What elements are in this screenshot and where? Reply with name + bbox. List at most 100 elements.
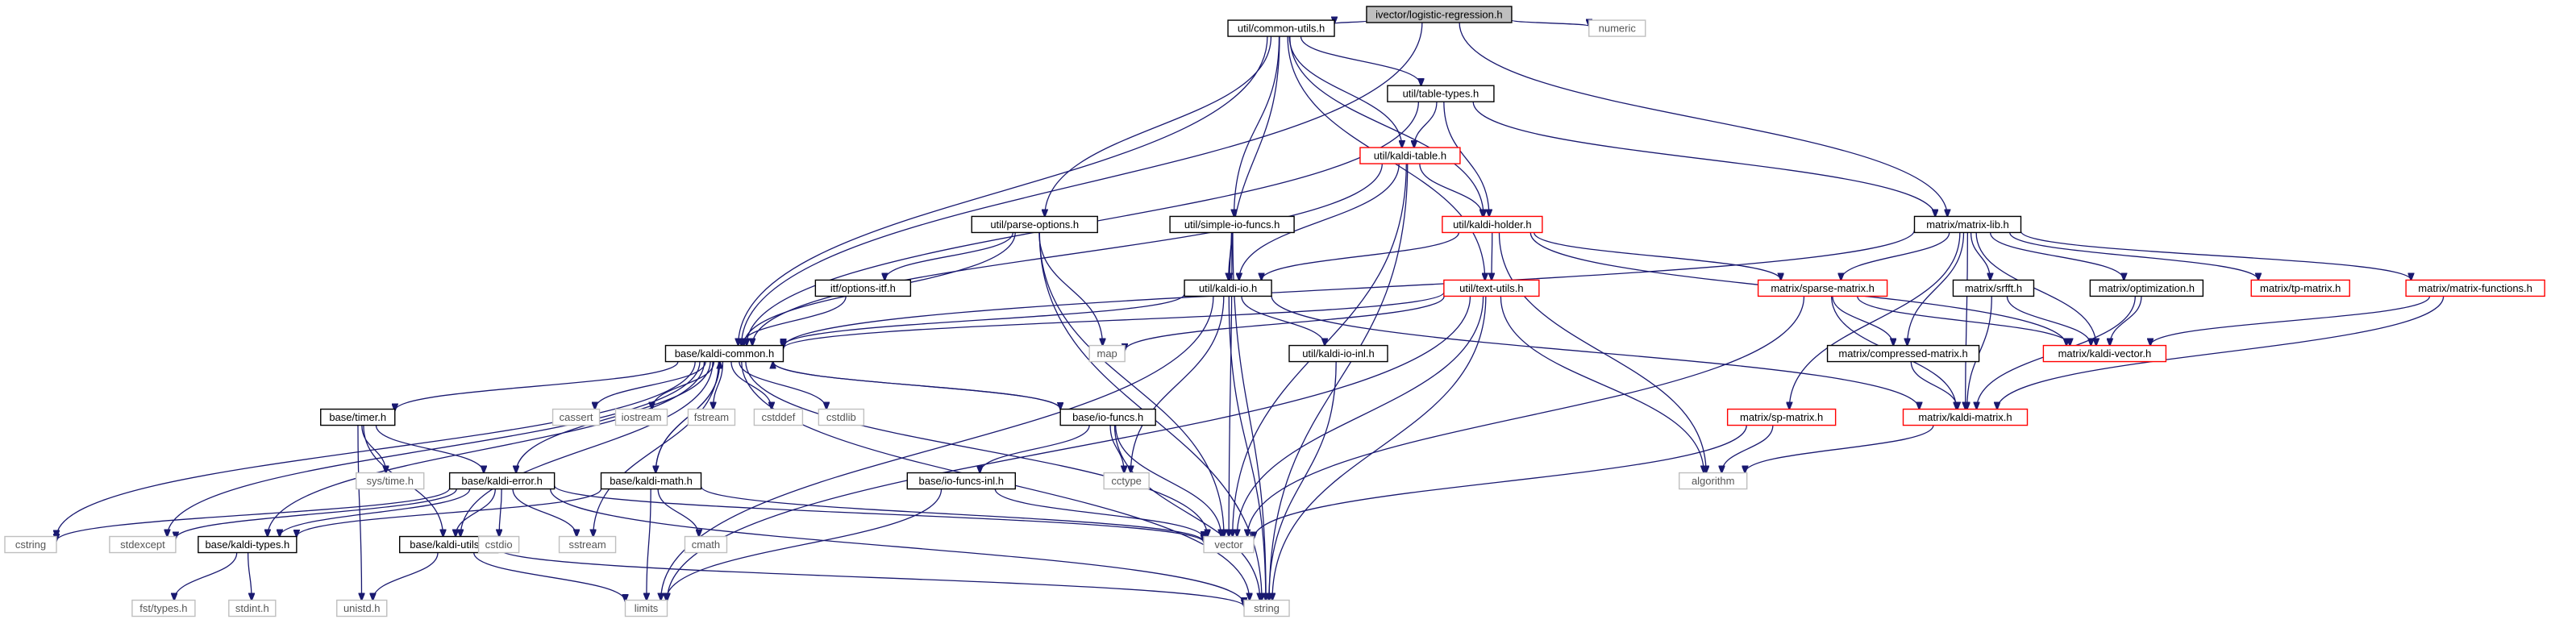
node-io-funcs-inl[interactable]: base/io-funcs-inl.h bbox=[906, 472, 1016, 490]
node-kaldi-io-inl[interactable]: util/kaldi-io-inl.h bbox=[1288, 344, 1388, 363]
edge-common_utils-to-simple_io bbox=[1234, 36, 1280, 216]
node-box bbox=[1288, 344, 1388, 363]
edge-kaldi_common-to-stdexcept bbox=[167, 361, 701, 537]
edge-kaldi_utils-to-limits bbox=[473, 552, 626, 602]
edge-io_funcs_inl-to-limits bbox=[666, 489, 943, 601]
node-label: util/common-utils.h bbox=[1238, 23, 1325, 35]
edge-kaldi_utils-to-unistd bbox=[372, 552, 439, 601]
node-box bbox=[1588, 19, 1646, 37]
edge-root-to-kaldi_common bbox=[742, 22, 1423, 346]
node-kaldi-table[interactable]: util/kaldi-table.h bbox=[1359, 147, 1461, 164]
node-optimization[interactable]: matrix/optimization.h bbox=[2089, 279, 2204, 297]
node-kaldi-error[interactable]: base/kaldi-error.h bbox=[448, 472, 556, 490]
node-box bbox=[664, 344, 784, 363]
node-root[interactable]: ivector/logistic-regression.h bbox=[1366, 6, 1513, 23]
node-cstddef: cstddef bbox=[753, 408, 804, 426]
edge-simple_io-to-string bbox=[1232, 232, 1266, 600]
edge-root-to-matrix_lib bbox=[1459, 22, 1947, 216]
edge-io_funcs-to-vector bbox=[1115, 425, 1221, 537]
node-srfft[interactable]: matrix/srfft.h bbox=[1952, 279, 2035, 297]
node-fstream: fstream bbox=[687, 408, 736, 426]
node-kaldi-common[interactable]: base/kaldi-common.h bbox=[664, 344, 784, 363]
node-box bbox=[336, 599, 388, 617]
edge-kaldi_math-to-vector bbox=[700, 486, 1205, 542]
node-sparse-matrix[interactable]: matrix/sparse-matrix.h bbox=[1757, 279, 1888, 297]
edge-kaldi_matrix-to-algorithm bbox=[1745, 425, 1934, 473]
node-layer: ivector/logistic-regression.h util/common… bbox=[4, 6, 2545, 617]
node-kaldi-utils[interactable]: base/kaldi-utils.h bbox=[398, 535, 499, 554]
node-label: matrix/optimization.h bbox=[2099, 282, 2195, 294]
node-sstream: sstream bbox=[558, 535, 617, 554]
node-kaldi-vector[interactable]: matrix/kaldi-vector.h bbox=[2042, 344, 2167, 363]
node-sp-matrix[interactable]: matrix/sp-matrix.h bbox=[1726, 408, 1837, 426]
node-compressed-matrix[interactable]: matrix/compressed-matrix.h bbox=[1826, 344, 1980, 363]
edge-kaldi_io-to-kaldi_common bbox=[783, 293, 1185, 346]
node-box bbox=[320, 408, 396, 426]
node-label: fst/types.h bbox=[139, 602, 187, 614]
node-label: matrix/srfft.h bbox=[1965, 282, 2022, 294]
edge-kaldi_common-to-vector bbox=[745, 361, 1208, 537]
node-label: fstream bbox=[694, 411, 729, 423]
node-timer[interactable]: base/timer.h bbox=[320, 408, 396, 426]
node-cctype: cctype bbox=[1103, 472, 1150, 490]
node-matrix-lib[interactable]: matrix/matrix-lib.h bbox=[1913, 215, 2022, 234]
node-label: limits bbox=[635, 602, 659, 614]
node-label: stdexcept bbox=[120, 538, 165, 551]
node-tp-matrix[interactable]: matrix/tp-matrix.h bbox=[2250, 279, 2350, 297]
node-box bbox=[2405, 279, 2545, 297]
node-cstdlib: cstdlib bbox=[818, 408, 865, 426]
edge-compressed_matrix-to-kaldi_matrix bbox=[1910, 361, 1957, 410]
node-cmath: cmath bbox=[684, 535, 728, 554]
edge-matrix_functions-to-kaldi_matrix bbox=[1997, 296, 2445, 409]
node-box bbox=[1227, 19, 1335, 37]
node-box bbox=[1678, 472, 1748, 490]
node-map: map bbox=[1088, 344, 1126, 363]
node-label: matrix/sp-matrix.h bbox=[1740, 411, 1823, 423]
node-kaldi-matrix[interactable]: matrix/kaldi-matrix.h bbox=[1902, 408, 2029, 426]
edge-kaldi_common-to-kaldi_types bbox=[268, 361, 705, 537]
node-io-funcs[interactable]: base/io-funcs.h bbox=[1059, 408, 1156, 426]
node-box bbox=[356, 472, 425, 490]
node-label: util/kaldi-io.h bbox=[1199, 282, 1257, 294]
edge-kaldi_types-to-fst_types bbox=[174, 552, 238, 601]
node-text-utils[interactable]: util/text-utils.h bbox=[1443, 279, 1540, 297]
edge-kaldi_common-to-cstring bbox=[56, 361, 696, 538]
node-box bbox=[1243, 599, 1290, 617]
node-label: matrix/sparse-matrix.h bbox=[1771, 282, 1875, 294]
node-table-types[interactable]: util/table-types.h bbox=[1387, 85, 1495, 102]
node-box bbox=[109, 535, 177, 554]
node-options-itf[interactable]: itf/options-itf.h bbox=[814, 279, 912, 297]
node-label: string bbox=[1254, 602, 1280, 614]
node-kaldi-io[interactable]: util/kaldi-io.h bbox=[1184, 279, 1272, 297]
edge-text_utils-to-kaldi_common bbox=[783, 291, 1445, 348]
node-label: util/kaldi-holder.h bbox=[1453, 218, 1532, 231]
node-kaldi-math[interactable]: base/kaldi-math.h bbox=[600, 472, 702, 490]
edge-timer-to-unistd bbox=[357, 425, 362, 601]
node-sys-time: sys/time.h bbox=[356, 472, 425, 490]
edge-matrix_lib-to-sp_matrix bbox=[1789, 232, 1961, 409]
edge-kaldi_error-to-cstring bbox=[56, 488, 451, 541]
edge-common_utils-to-kaldi_io bbox=[1230, 36, 1280, 280]
edge-kaldi_utils-to-string bbox=[497, 547, 1244, 606]
edge-kaldi_io-to-cctype bbox=[1130, 296, 1225, 472]
node-label: base/timer.h bbox=[329, 411, 386, 423]
edge-sparse_matrix-to-compressed_matrix bbox=[1832, 296, 1893, 345]
edge-root-to-numeric bbox=[1511, 20, 1589, 26]
node-box bbox=[1203, 535, 1255, 554]
node-matrix-functions[interactable]: matrix/matrix-functions.h bbox=[2405, 279, 2545, 297]
node-kaldi-types[interactable]: base/kaldi-types.h bbox=[198, 535, 298, 554]
node-box bbox=[1088, 344, 1126, 363]
node-common-utils[interactable]: util/common-utils.h bbox=[1227, 19, 1335, 37]
node-box bbox=[198, 535, 298, 554]
edge-kaldi_common-to-kaldi_error bbox=[516, 361, 711, 473]
node-kaldi-holder[interactable]: util/kaldi-holder.h bbox=[1442, 215, 1543, 234]
node-simple-io[interactable]: util/simple-io-funcs.h bbox=[1169, 215, 1295, 234]
edge-io_funcs-to-string bbox=[1113, 425, 1259, 601]
edge-kaldi_holder-to-kaldi_io bbox=[1262, 232, 1460, 280]
edge-text_utils-to-algorithm bbox=[1500, 296, 1704, 472]
edge-kaldi_error-to-string bbox=[550, 489, 1244, 605]
node-box bbox=[131, 599, 196, 617]
node-parse-options[interactable]: util/parse-options.h bbox=[971, 215, 1098, 234]
node-label: util/table-types.h bbox=[1403, 88, 1479, 100]
node-label: cmath bbox=[692, 538, 720, 551]
